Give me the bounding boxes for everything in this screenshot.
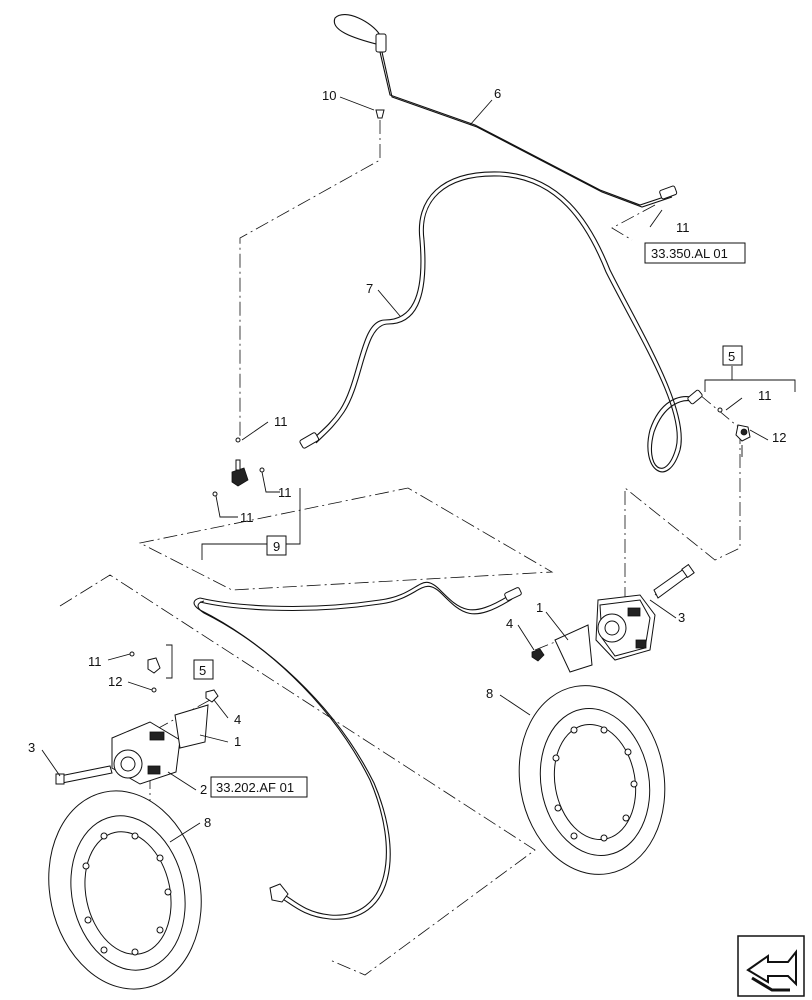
- leader-lines: [41, 96, 769, 843]
- callout-8-right: 8: [486, 686, 493, 701]
- brake-disc-right: [518, 685, 666, 875]
- callout-12-right: 12: [772, 430, 786, 445]
- bracket-1-right: [554, 624, 593, 673]
- line-fitting-right: [659, 185, 678, 200]
- callout-11-lower-left: 11: [240, 510, 254, 525]
- reference-box-lines[interactable]: 33.350.AL 01: [644, 242, 746, 264]
- callout-11-top: 11: [676, 220, 690, 235]
- bolt-3-left: [59, 765, 113, 784]
- callout-labels: 10 6 11 7 11 12 11 11 11 3 1 4 8 11 12 4…: [28, 86, 786, 830]
- bleeder-left: [147, 657, 161, 674]
- disc-right-holes: [552, 726, 638, 842]
- bracket-1-left: [174, 704, 209, 749]
- nut-4-right: [531, 648, 545, 662]
- group-bracket-5-left: [166, 644, 173, 679]
- callout-12-left: 12: [108, 674, 122, 689]
- callout-6: 6: [494, 86, 501, 101]
- crossover-hose: [193, 581, 522, 920]
- boxed-callout-5-right: 5: [722, 345, 743, 366]
- disc-left-holes: [82, 832, 172, 956]
- svg-text:5: 5: [199, 663, 206, 678]
- reference-lines-text: 33.350.AL 01: [651, 246, 728, 261]
- reference-caliper-text: 33.202.AF 01: [216, 780, 294, 795]
- caliper-right: [531, 563, 695, 673]
- callout-3-right: 3: [678, 610, 685, 625]
- brake-line-6: [333, 14, 678, 208]
- callout-10: 10: [322, 88, 336, 103]
- boxed-callout-5-left: 5: [193, 659, 214, 680]
- callout-8-left: 8: [204, 815, 211, 830]
- crossover-fitting-right: [504, 587, 522, 601]
- bleeder-fitting-right: [717, 407, 751, 457]
- brake-disc-left: [48, 790, 202, 990]
- assembly-guide-lines: [59, 120, 743, 976]
- callout-3-left: 3: [28, 740, 35, 755]
- callout-1-right: 1: [536, 600, 543, 615]
- line-fitting-top: [375, 33, 387, 53]
- callout-11-right: 11: [758, 388, 772, 403]
- svg-text:9: 9: [273, 539, 280, 554]
- brake-hose-7: [299, 171, 703, 473]
- hose-fitting-right: [687, 389, 703, 405]
- callout-4-left: 4: [234, 712, 241, 727]
- reference-box-caliper[interactable]: 33.202.AF 01: [210, 776, 308, 798]
- hose-fitting-left: [299, 432, 320, 449]
- callout-1-left: 1: [234, 734, 241, 749]
- crossover-fitting-left: [269, 883, 289, 903]
- callout-11-caliper-left: 11: [88, 654, 102, 669]
- callout-11-upper-left: 11: [274, 414, 288, 429]
- callout-2: 2: [200, 782, 207, 797]
- junction-block-9: [212, 437, 265, 497]
- nut-4-left: [205, 689, 219, 703]
- callout-7: 7: [366, 281, 373, 296]
- clip-10: [375, 109, 385, 119]
- boxed-callout-9: 9: [266, 535, 287, 556]
- next-page-arrow-icon[interactable]: [737, 935, 805, 997]
- group-bracket-9: [201, 488, 301, 560]
- callout-4-right: 4: [506, 616, 513, 631]
- callout-11-mid-left: 11: [278, 485, 292, 500]
- group-bracket-5-right: [704, 366, 796, 392]
- caliper-left: [55, 651, 219, 785]
- svg-text:5: 5: [728, 349, 735, 364]
